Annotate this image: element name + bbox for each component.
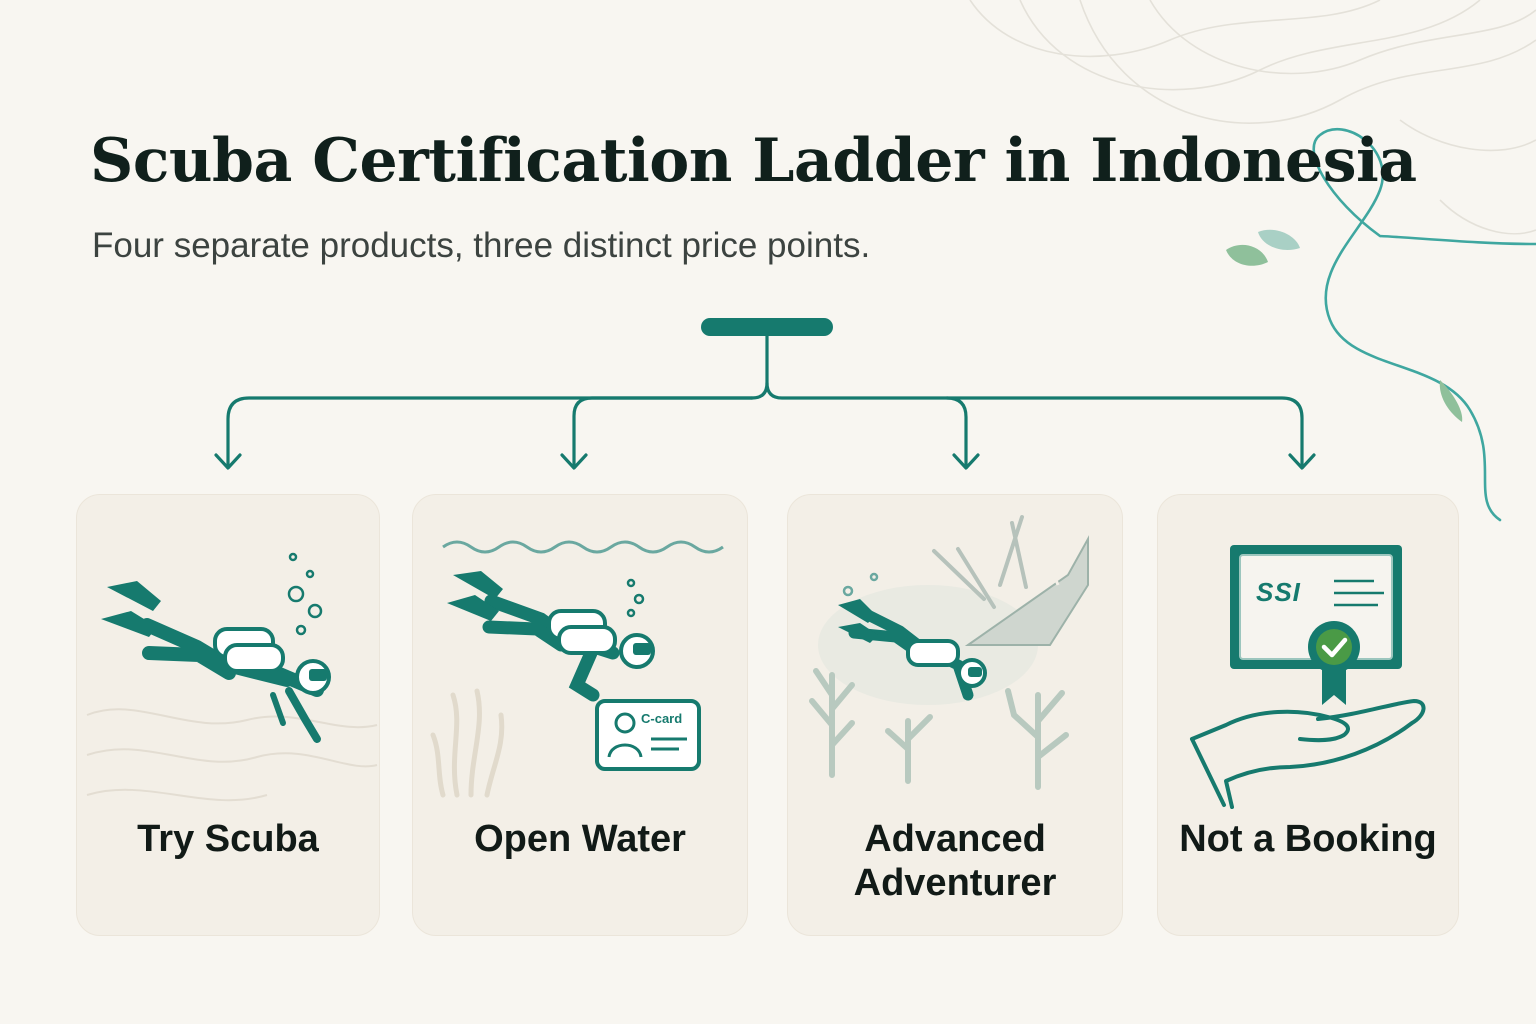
page-title: Scuba Certification Ladder in Indonesia: [90, 126, 1417, 196]
card-not-a-booking[interactable]: SSI Not a Booking: [1157, 494, 1459, 936]
c-card-icon: [595, 699, 701, 771]
card-label: Try Scuba: [137, 818, 319, 860]
card-label: Advanced Adventurer: [853, 818, 1057, 904]
card-label: Open Water: [474, 818, 686, 860]
hand-icon: [1190, 699, 1426, 809]
diver-icon: [86, 552, 378, 802]
certificate-brand-text: SSI: [1256, 577, 1301, 607]
card-advanced-adventurer[interactable]: Advanced Adventurer: [787, 494, 1123, 936]
diver-with-c-card-icon: [430, 540, 724, 798]
leaf-icon: [1226, 229, 1463, 422]
card-label: Not a Booking: [1179, 818, 1437, 860]
page-subtitle: Four separate products, three distinct p…: [92, 226, 871, 265]
arrow-head-icon: [214, 453, 242, 470]
arrow-head-icon: [560, 453, 588, 470]
arrow-head-icon: [952, 453, 980, 470]
branch-not-booking: [945, 396, 1304, 468]
diver-over-wreck-icon: [809, 515, 1089, 790]
arrow-head-icon: [1288, 453, 1316, 470]
branch-try-scuba: [226, 396, 754, 468]
branch-open-water: [572, 396, 754, 468]
branch-advanced: [765, 381, 968, 468]
c-card-label: C-card: [641, 711, 683, 726]
certificate-in-hand-icon: [1190, 545, 1426, 809]
card-open-water[interactable]: C-card Open Water: [412, 494, 748, 936]
card-try-scuba[interactable]: Try Scuba: [76, 494, 380, 936]
trunk-line: [750, 334, 769, 400]
checkmark-badge-icon: [1308, 621, 1360, 705]
shipwreck-icon: [932, 515, 1089, 646]
